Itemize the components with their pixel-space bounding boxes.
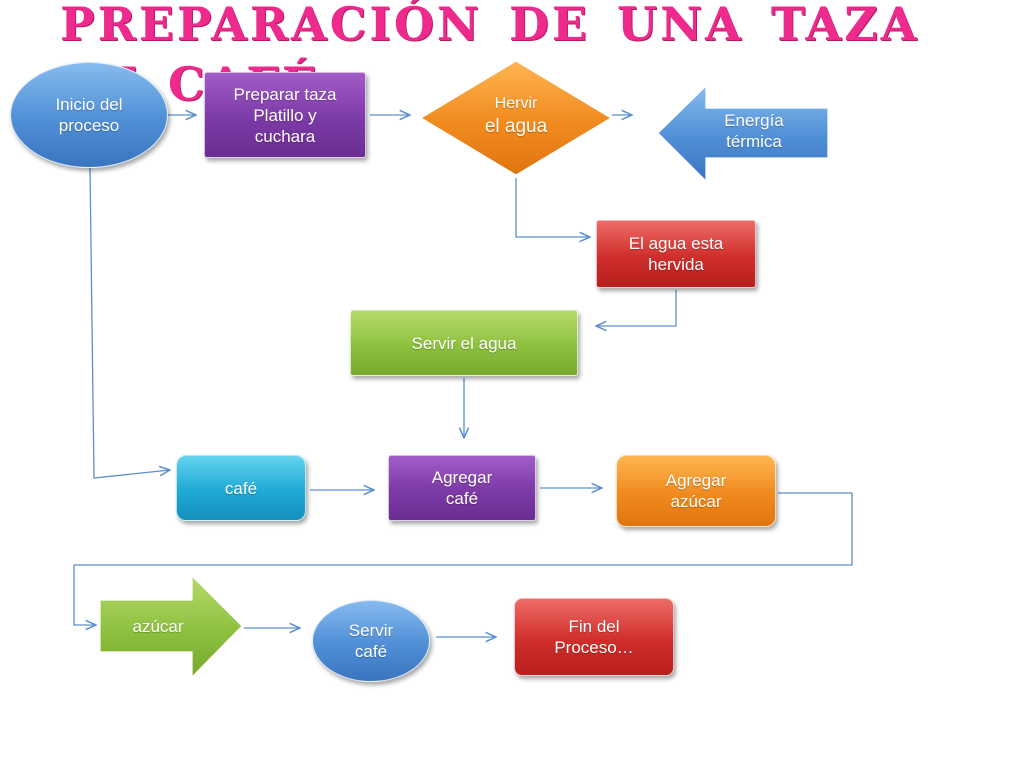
- agregar-azucar-line2: azúcar: [670, 492, 722, 511]
- azucar-label: azúcar: [132, 617, 184, 636]
- preparar-taza-line2: Platillo y: [253, 105, 317, 125]
- hervir-agua-node: [419, 60, 613, 176]
- preparar-taza-line1: Preparar taza: [233, 84, 337, 104]
- servir-cafe-line1: Servir: [348, 621, 394, 640]
- azucar-node: [99, 574, 243, 679]
- servir-cafe-line2: café: [354, 642, 388, 661]
- inicio-proceso-node: Inicio del proceso: [10, 62, 168, 168]
- inicio-proceso-label: Inicio del proceso: [55, 95, 123, 135]
- fin-proceso-node: Fin del Proceso…: [514, 598, 674, 676]
- hervir-agua-label: Hervir el agua: [470, 93, 562, 140]
- energia-termica-node: [657, 84, 829, 183]
- fin-line2: Proceso…: [554, 638, 634, 657]
- preparar-taza-node: Preparar taza Platillo y cuchara: [204, 72, 366, 158]
- agua-hervida-line2: hervida: [648, 255, 704, 274]
- connector-inicio-cafe: [89, 167, 170, 479]
- servir-cafe-node: Servir café: [312, 600, 430, 682]
- agregar-cafe-node: Agregar café: [388, 455, 536, 521]
- energia-termica-label: Energía térmica: [706, 110, 802, 152]
- agregar-azucar-node: Agregar azúcar: [616, 455, 776, 527]
- connector-hervir-agua-hervida: [515, 178, 590, 237]
- cafe-node: café: [176, 455, 306, 521]
- connector-agua-hervida-servir: [596, 290, 677, 326]
- servir-agua-label: Servir el agua: [411, 333, 517, 353]
- agua-hervida-line1: El agua esta: [628, 234, 724, 253]
- preparar-taza-line3: cuchara: [254, 126, 316, 146]
- energia-line2: térmica: [726, 132, 782, 151]
- fin-line1: Fin del: [568, 617, 620, 636]
- agregar-cafe-line2: café: [445, 489, 479, 508]
- hervir-line1: Hervir: [494, 95, 538, 112]
- agregar-cafe-line1: Agregar: [431, 468, 493, 487]
- servir-agua-node: Servir el agua: [350, 310, 578, 376]
- energia-line1: Energía: [724, 111, 784, 130]
- agregar-azucar-line1: Agregar: [665, 471, 727, 490]
- cafe-label: café: [224, 478, 258, 498]
- agua-hervida-node: El agua esta hervida: [596, 220, 756, 288]
- connector-wrap-to-azucar: [73, 492, 853, 625]
- hervir-line2: el agua: [484, 116, 548, 137]
